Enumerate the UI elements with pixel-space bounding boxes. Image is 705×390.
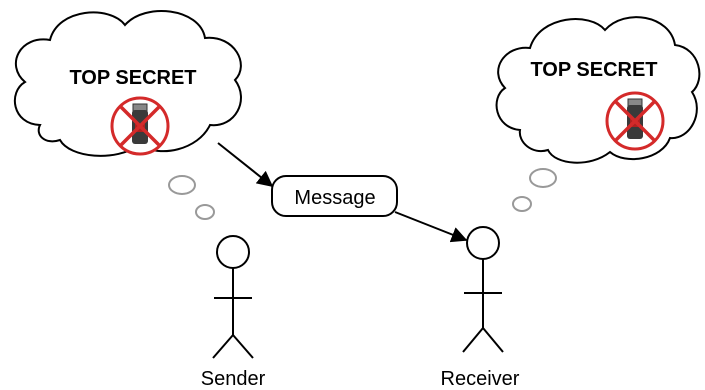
arrow-secret-to-message [217,142,274,187]
sender-cloud-shape [14,10,242,157]
receiver-label: Receiver [441,368,520,390]
sender-thought-cloud: TOP SECRET [14,10,242,157]
sender-stick-figure [212,235,254,359]
sender-cloud-title: TOP SECRET [69,67,196,89]
sender-thought-bubble-small [195,204,215,220]
message-label: Message [294,187,375,209]
sender-head [216,235,250,269]
receiver-cloud-shape [495,16,701,164]
receiver-thought-bubble-large [529,168,557,188]
message-box: Message [271,175,398,217]
no-usb-drive-icon [605,91,665,151]
arrow-message-to-receiver [394,211,468,243]
receiver-cloud-title: TOP SECRET [530,59,657,81]
receiver-thought-cloud: TOP SECRET [495,16,701,164]
receiver-stick-figure [462,226,504,353]
sender-thought-bubble-large [168,175,196,195]
receiver-head [466,226,500,260]
no-usb-drive-icon [110,96,170,156]
sender-label: Sender [201,368,266,390]
receiver-thought-bubble-small [512,196,532,212]
